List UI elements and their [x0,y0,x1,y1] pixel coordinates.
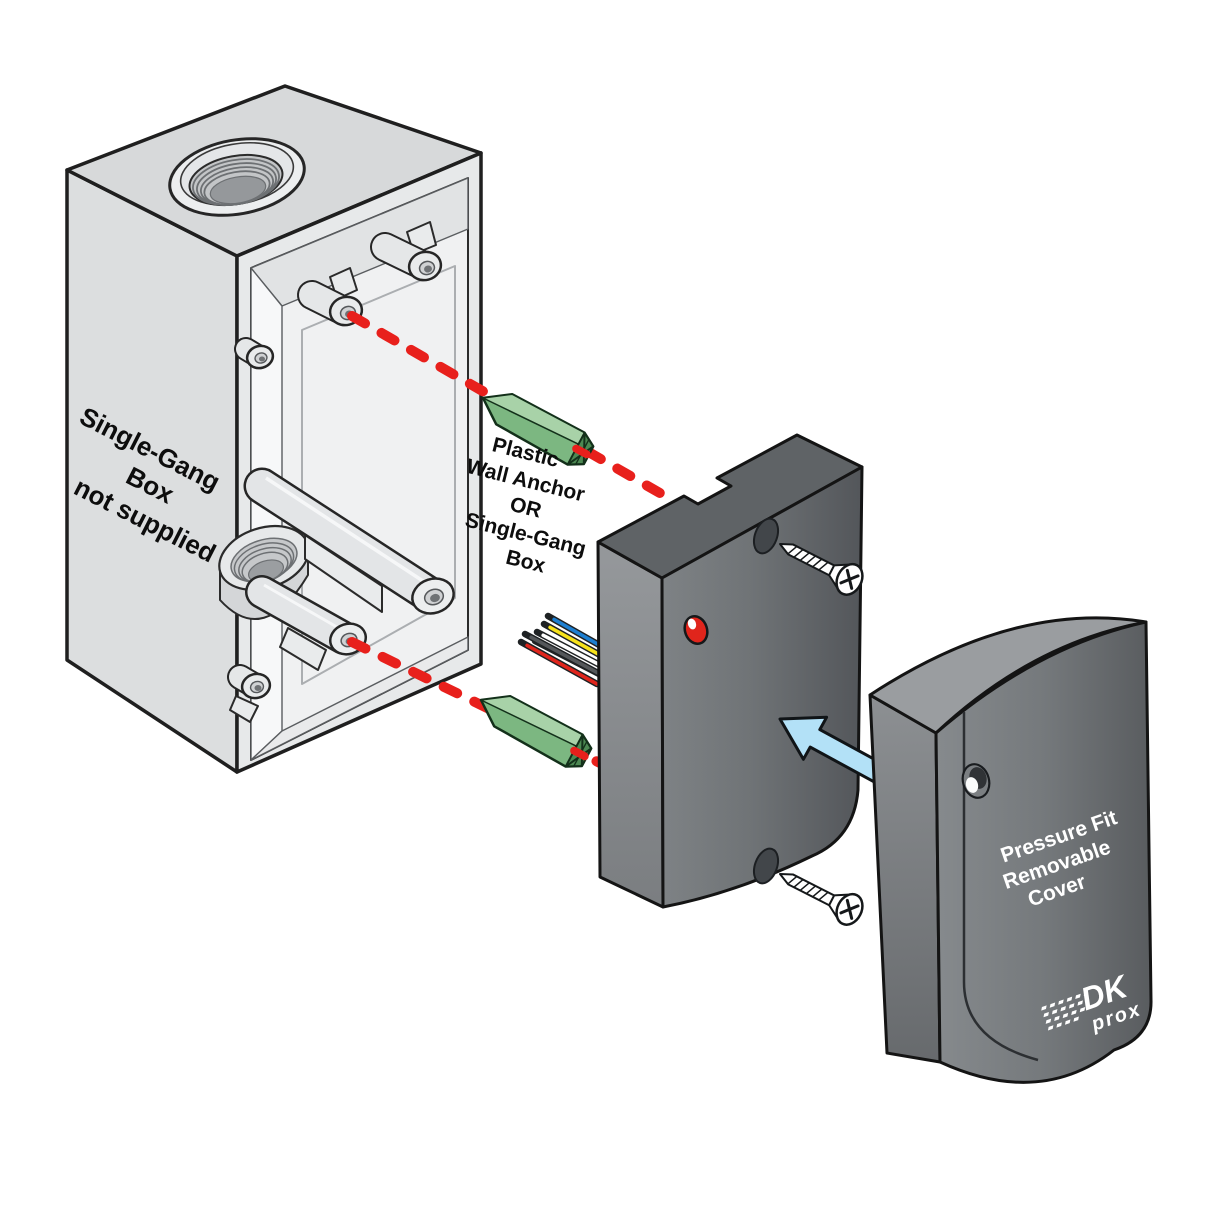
reader-front-face [660,465,864,909]
anchor-label-line: Box [504,546,548,578]
cover-hole [961,763,991,799]
mounting-screw-upper [779,543,864,596]
anchor-dash-dot [570,746,589,761]
wire-red [517,638,601,688]
wire-white [533,628,604,669]
conduit-hub-top [168,137,306,217]
cover-left-face [868,693,942,1064]
alignment-line-lower [347,637,605,768]
front-cover: Pressure Fit Removable Cover DK prox [868,616,1153,1084]
wire-gray [521,630,602,677]
anchor-label-line: OR [508,493,544,523]
cover-panel-contour [962,712,1039,1062]
mounting-screw-lower [779,873,864,926]
anchor-dash-dot [572,444,591,459]
logo-speed-lines [1041,992,1087,1031]
led-indicator [683,615,709,645]
standoff-short [245,575,367,671]
phillips-slot [839,904,860,915]
wire-yellow [540,620,604,659]
wall-anchor-lower [479,695,593,768]
wire-blue [544,612,605,650]
cover-front-face [934,620,1153,1084]
standoff-long [243,467,455,615]
screw-hole-lower [752,847,780,885]
wall-anchor-upper [481,393,595,466]
reader-left-face [596,540,665,909]
mounting-boss-bottom-left [227,664,272,723]
single-gang-box: Single-Gang Box not supplied [65,84,483,774]
screw-hole-upper [752,517,780,555]
phillips-slot [839,574,860,585]
wire-bundle [517,612,605,688]
reader-unit [596,433,864,909]
mounting-boss-left [234,337,275,370]
mounting-boss-upper-right [370,221,443,282]
